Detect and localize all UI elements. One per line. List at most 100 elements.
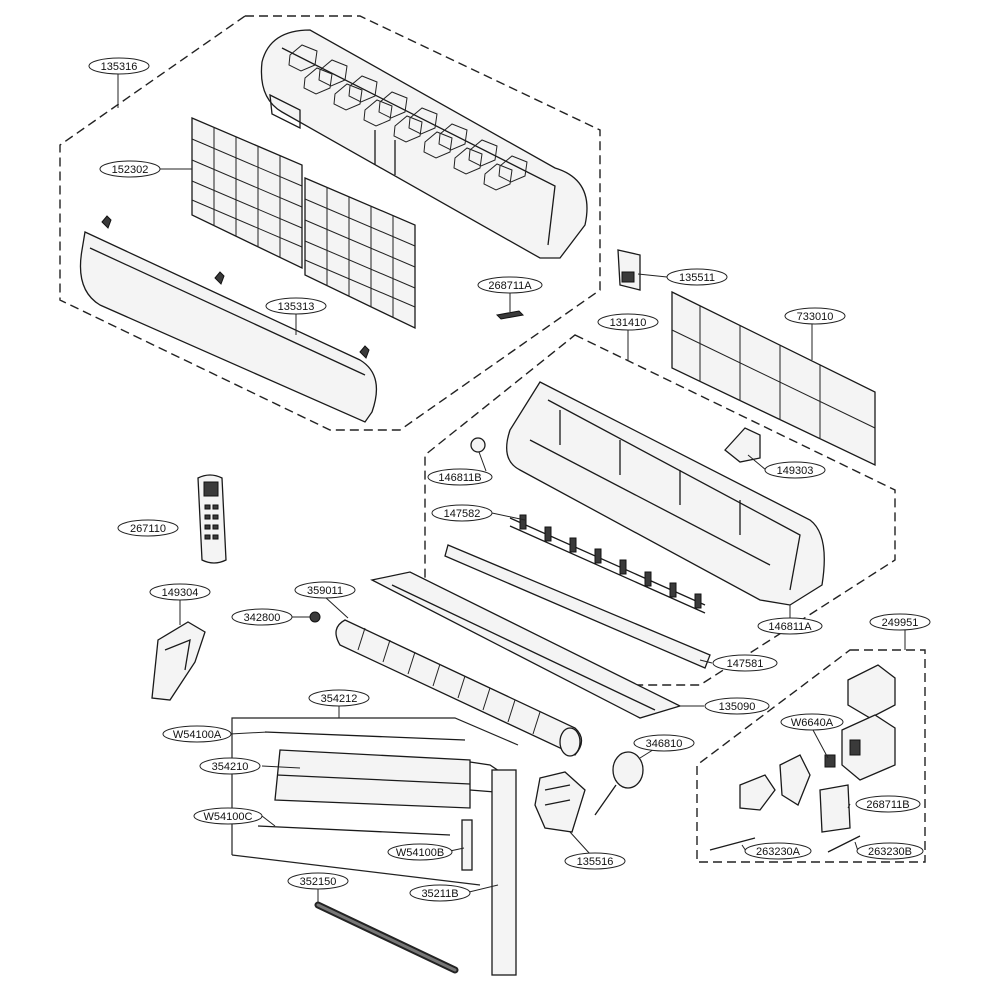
svg-text:346810: 346810 [646,738,683,750]
front-panel [79,215,378,423]
evaporator-group-outline-bottom [231,854,481,886]
svg-text:135090: 135090 [719,701,756,713]
svg-text:W54100B: W54100B [396,847,444,859]
pcb-cover-268711B [819,784,851,833]
label-346810: 346810 [633,734,695,752]
air-filter-right [304,177,416,330]
svg-text:263230B: 263230B [868,846,912,858]
cross-flow-fan [335,619,583,757]
chassis-group-outline [424,334,896,686]
installation-plate [671,290,876,467]
part-268711A-shape [495,310,525,320]
vertical-louver [509,514,706,614]
svg-text:35211B: 35211B [421,888,458,900]
label-359011: 359011 [294,581,356,599]
chassis-body [506,381,825,606]
label-W54100A: W54100A [162,725,232,743]
svg-text:263230A: 263230A [756,846,801,858]
label-135313: 135313 [265,297,327,315]
label-W6640A: W6640A [780,713,844,731]
label-146811B: 146811B [427,468,493,486]
connector-W6640A [824,754,836,768]
front-panel-group-outline [59,15,601,431]
installation-bracket [724,427,761,463]
side-plate-35211B [491,769,517,976]
svg-text:149303: 149303 [777,465,814,477]
label-146811A: 146811A [757,617,823,635]
label-135511: 135511 [666,268,728,286]
control-box-group-outline [696,649,926,863]
svg-text:146811B: 146811B [438,472,481,484]
pipe-W54100B [461,819,473,871]
pipe-W54100C [257,825,451,836]
horizontal-vane [444,544,711,669]
svg-text:267110: 267110 [130,523,166,535]
terminal-bracket-left [739,774,776,811]
control-box-pcb [841,714,896,781]
svg-text:268711B: 268711B [866,799,909,811]
label-352150: 352150 [287,872,349,890]
label-149303: 149303 [764,461,826,479]
sensor-263230B [827,835,861,853]
label-342800: 342800 [231,608,293,626]
svg-text:135516: 135516 [577,856,614,868]
svg-text:152302: 152302 [112,164,149,176]
display-bracket [617,249,641,291]
svg-text:W54100C: W54100C [204,811,253,823]
label-147581: 147581 [712,654,778,672]
label-135090: 135090 [704,697,770,715]
svg-text:352150: 352150 [300,876,337,888]
bearing [309,611,321,623]
evaporator [274,749,506,809]
sensor-263230A [709,837,756,851]
svg-text:354210: 354210 [212,761,249,773]
part-labels: 135316 152302 135313 268711A 135511 1314… [88,57,931,902]
label-W54100B: W54100B [387,843,453,861]
svg-text:135511: 135511 [679,272,715,284]
svg-text:146811A: 146811A [768,621,812,633]
svg-text:W54100A: W54100A [173,729,222,741]
terminal-bracket-right [779,754,811,806]
svg-text:131410: 131410 [610,317,647,329]
label-354212: 354212 [308,689,370,707]
label-733010: 733010 [784,307,846,325]
label-263230A: 263230A [744,842,812,860]
label-35211B: 35211B [409,884,471,902]
control-box-cover [847,664,896,719]
svg-text:135316: 135316 [101,61,138,73]
label-268711A: 268711A [477,276,543,294]
fan-motor [594,751,644,816]
air-filter-left [191,117,303,270]
svg-text:147582: 147582 [444,508,481,520]
label-135516: 135516 [564,852,626,870]
evaporator-group-outline [231,717,519,855]
svg-text:268711A: 268711A [488,280,532,292]
svg-text:342800: 342800 [244,612,281,624]
motor-holder [534,771,586,833]
label-249951: 249951 [869,613,931,631]
svg-text:W6640A: W6640A [791,717,834,729]
svg-text:147581: 147581 [727,658,764,670]
drain-hose [314,901,459,974]
pipe-W54100A [264,731,466,741]
label-152302: 152302 [99,160,161,178]
remote-controller [197,474,227,564]
svg-text:733010: 733010 [797,311,834,323]
label-354210: 354210 [199,757,261,775]
front-grille [260,29,588,259]
bearing-holder [151,621,206,701]
svg-text:359011: 359011 [307,585,343,597]
label-135316: 135316 [88,57,150,75]
leader-lines [117,72,906,902]
label-267110: 267110 [117,519,179,537]
label-W54100C: W54100C [193,807,263,825]
drain-pan [370,571,682,719]
label-268711B: 268711B [855,795,921,813]
label-149304: 149304 [149,583,211,601]
svg-text:354212: 354212 [321,693,358,705]
clip-146811B [470,437,486,453]
svg-text:149304: 149304 [162,587,199,599]
label-263230B: 263230B [856,842,924,860]
label-147582: 147582 [431,504,493,522]
